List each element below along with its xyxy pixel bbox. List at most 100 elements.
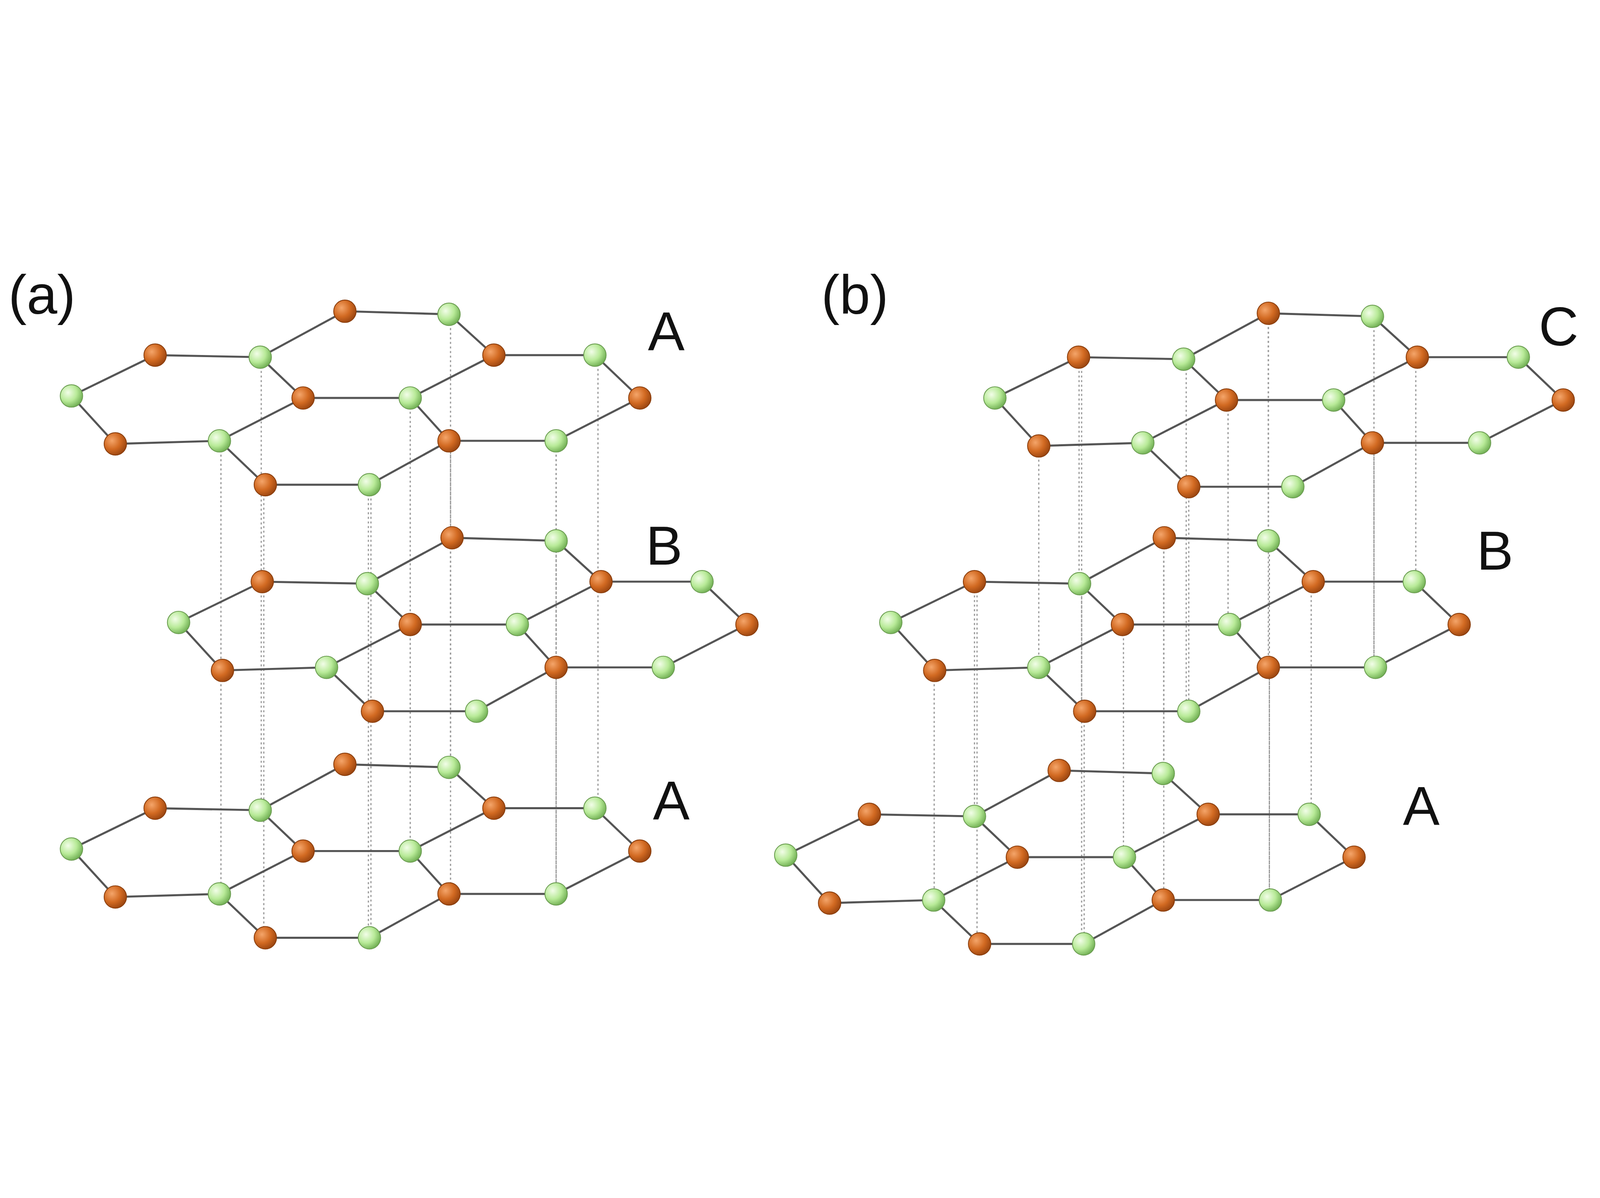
bond-line xyxy=(302,850,410,853)
atom-green xyxy=(1172,347,1195,371)
bond-line xyxy=(1083,900,1164,944)
stacking-guide xyxy=(976,581,978,944)
atom-green xyxy=(1131,431,1155,455)
bond-line xyxy=(890,581,975,623)
stacking-guide xyxy=(1083,711,1085,944)
atom-orange xyxy=(1177,475,1200,498)
bond-line xyxy=(1079,537,1165,584)
bond-line xyxy=(1226,399,1334,402)
bond-line xyxy=(1313,580,1415,583)
atom-orange xyxy=(1111,613,1134,636)
atom-orange xyxy=(1152,888,1175,912)
atom-orange xyxy=(628,839,652,863)
atom-green xyxy=(690,570,714,593)
stacking-guide xyxy=(1227,400,1229,625)
atom-orange xyxy=(440,526,464,550)
atom-green xyxy=(437,756,461,779)
stacking-guide xyxy=(933,670,935,900)
atom-orange xyxy=(104,885,127,909)
atom-green xyxy=(963,805,986,828)
atom-orange xyxy=(1006,845,1029,869)
stacking-guide xyxy=(1038,445,1040,668)
atom-green xyxy=(545,882,568,905)
bond-line xyxy=(1333,357,1418,400)
bond-line xyxy=(71,355,155,396)
stacking-guide xyxy=(220,670,222,894)
atom-orange xyxy=(333,752,357,776)
bond-line xyxy=(974,770,1060,817)
stacking-guide xyxy=(1373,316,1375,668)
atom-orange xyxy=(1047,759,1071,782)
panel-label: (a) xyxy=(8,267,76,323)
atom-green xyxy=(465,700,488,723)
bond-line xyxy=(556,397,640,441)
atom-orange xyxy=(1552,388,1575,412)
bond-line xyxy=(265,483,370,486)
atom-green xyxy=(583,797,607,820)
stacking-guide xyxy=(1267,313,1270,668)
bond-line xyxy=(869,814,975,817)
honeycomb-layer xyxy=(60,752,652,949)
atom-green xyxy=(315,656,338,679)
atom-orange xyxy=(1257,302,1280,325)
bond-line xyxy=(1417,356,1519,359)
atom-orange xyxy=(1342,845,1366,869)
atom-orange xyxy=(482,797,505,820)
bond-line xyxy=(556,666,664,669)
atom-orange xyxy=(437,882,461,905)
atom-green xyxy=(208,429,231,453)
bond-line xyxy=(933,857,1018,900)
layer-label: C xyxy=(1538,299,1579,355)
atom-green xyxy=(879,611,903,634)
bond-line xyxy=(493,354,595,357)
atom-orange xyxy=(254,473,277,496)
bond-line xyxy=(995,357,1079,398)
bond-line xyxy=(367,537,453,584)
atom-orange xyxy=(1302,570,1325,593)
atom-green xyxy=(249,798,272,822)
bond-line xyxy=(369,440,450,485)
stacking-guide xyxy=(450,537,452,768)
atom-green xyxy=(922,888,945,912)
atom-orange xyxy=(361,700,384,723)
atom-orange xyxy=(968,932,991,955)
atom-orange xyxy=(254,926,277,950)
bond-line xyxy=(302,397,410,400)
bond-line xyxy=(1188,485,1293,488)
atom-green xyxy=(399,839,422,863)
stacking-guide xyxy=(367,484,370,584)
bond-line xyxy=(1188,667,1269,712)
bond-line xyxy=(326,624,411,668)
atom-orange xyxy=(291,386,315,410)
bond-line xyxy=(1183,313,1269,360)
stacking-guide xyxy=(409,397,411,625)
bond-line xyxy=(155,808,260,811)
bond-line xyxy=(260,764,345,810)
atom-green xyxy=(1364,656,1387,679)
stacking-guide xyxy=(973,581,975,817)
atom-green xyxy=(1177,700,1200,723)
atom-green xyxy=(545,529,568,553)
atom-green xyxy=(1322,388,1345,412)
stacking-guide xyxy=(597,355,599,582)
bond-line xyxy=(155,355,260,358)
atom-orange xyxy=(1197,802,1220,826)
atom-green xyxy=(1257,529,1280,553)
bond-line xyxy=(219,397,304,441)
atom-orange xyxy=(1027,434,1050,458)
atom-green xyxy=(506,613,529,636)
bond-line xyxy=(829,900,934,903)
honeycomb-layer xyxy=(983,302,1575,498)
bond-line xyxy=(372,710,477,713)
layer-label: B xyxy=(1476,523,1514,579)
bond-line xyxy=(369,893,450,938)
bond-line xyxy=(1268,666,1376,669)
atom-orange xyxy=(1067,345,1090,369)
bond-line xyxy=(934,667,1039,671)
bond-line xyxy=(1084,710,1189,713)
stacking-guide xyxy=(450,537,452,895)
atom-orange xyxy=(482,343,505,367)
stacking-guide xyxy=(1185,359,1187,712)
layer-label: B xyxy=(645,518,683,574)
